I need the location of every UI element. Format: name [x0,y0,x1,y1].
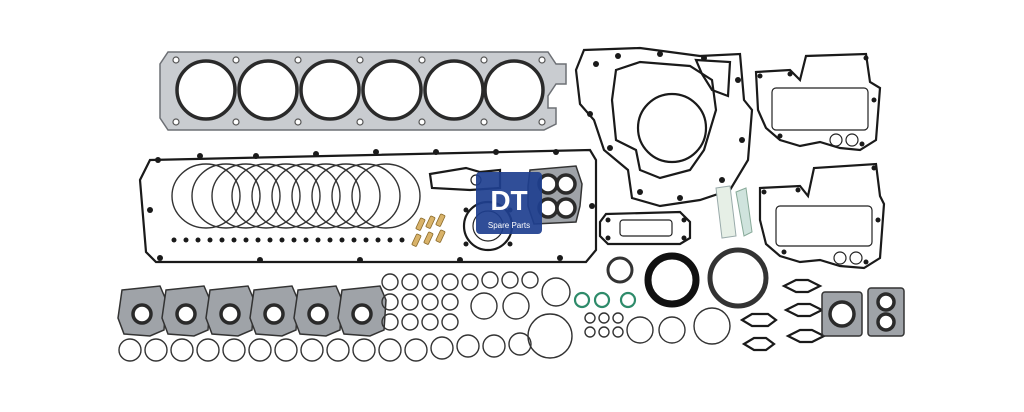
exhaust-manifold-gaskets [117,285,387,337]
turbo-flange-gaskets [821,287,905,337]
oil-cooler-gasket-lower [758,162,886,270]
sealing-rings-bottom-row [118,332,532,362]
crankshaft-seal-rear [707,247,769,309]
head-gasket-bolt-holes [172,56,546,126]
dt-spare-parts-logo: DT Spare Parts [476,172,542,234]
crankshaft-seal-front [644,252,700,308]
sealant-tubes [715,185,753,239]
o-ring-grid [381,271,573,359]
timing-cover-gasket [574,46,754,208]
brass-dowels [411,213,446,247]
small-o-ring-right [606,256,634,284]
green-o-rings [573,291,637,309]
logo-text: DT [490,185,527,216]
small-washers-lower [584,307,731,345]
oil-cooler-gasket-upper [754,52,882,152]
oil-pump-cover-gasket [598,210,692,246]
two-bolt-gaskets [739,278,827,352]
cylinder-head-gasket [159,51,567,131]
small-washers-row [171,237,405,243]
logo-subtext: Spare Parts [488,221,530,230]
valve-cover-gasket [138,148,598,264]
injector-seal-rings [171,163,421,229]
